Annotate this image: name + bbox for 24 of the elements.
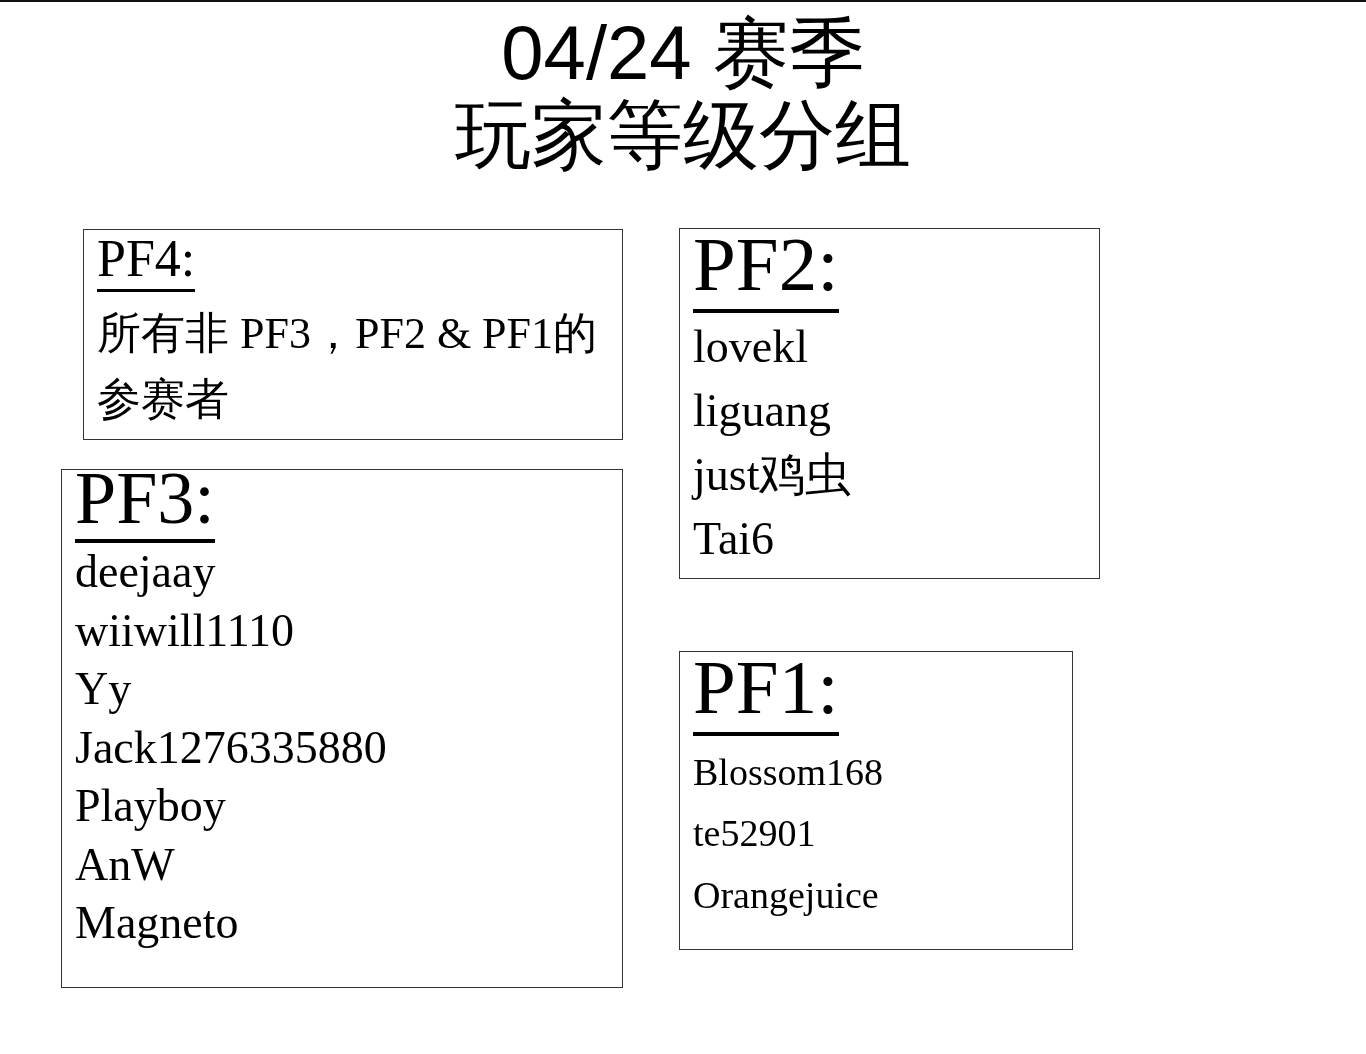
player-name: Playboy bbox=[75, 779, 226, 834]
player-name: Tai6 bbox=[693, 511, 775, 566]
title: 04/24 赛季玩家等级分组 bbox=[454, 12, 912, 176]
player-name: Jack1276335880 bbox=[75, 720, 387, 775]
group-box bbox=[61, 469, 623, 988]
player-name: deejaay bbox=[75, 545, 216, 600]
player-name: liguang bbox=[693, 383, 831, 438]
player-name: just鸡虫 bbox=[693, 447, 852, 502]
player-name: Magneto bbox=[75, 896, 239, 951]
group-box bbox=[679, 228, 1100, 579]
group-heading: PF3: bbox=[75, 470, 215, 544]
player-name: Orangejuice bbox=[693, 872, 879, 918]
group-heading: PF1: bbox=[693, 652, 839, 736]
player-name: Blossom168 bbox=[693, 749, 884, 795]
group-description: 所有非 PF3，PF2 & PF1的参赛者 bbox=[97, 307, 599, 426]
player-name: Yy bbox=[75, 662, 132, 717]
group-heading: PF2: bbox=[693, 229, 839, 313]
group-box bbox=[679, 651, 1073, 950]
player-name: lovekl bbox=[693, 319, 808, 374]
group-heading: PF4: bbox=[97, 235, 196, 292]
player-name: te52901 bbox=[693, 811, 816, 857]
group-box bbox=[83, 229, 623, 440]
player-name: wiiwill1110 bbox=[75, 603, 294, 658]
player-name: AnW bbox=[75, 837, 175, 892]
